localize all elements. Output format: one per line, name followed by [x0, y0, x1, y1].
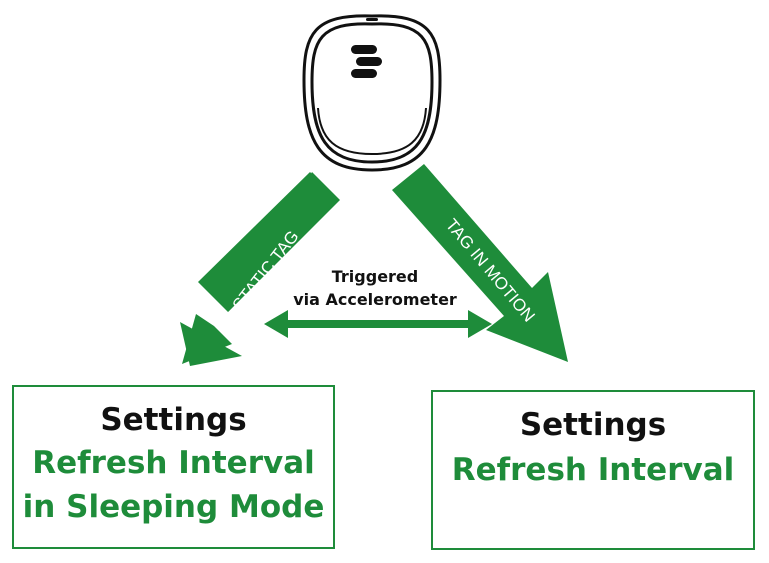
trigger-label-line1: Triggered: [331, 267, 419, 286]
motion-refresh-interval: Refresh Interval: [451, 452, 735, 488]
trigger-label-line2: via Accelerometer: [293, 290, 457, 309]
tag-device-icon: [302, 14, 442, 172]
static-settings-box: Settings Refresh Interval in Sleeping Mo…: [12, 385, 335, 549]
trigger-label: Triggered via Accelerometer: [270, 265, 480, 311]
static-refresh-interval: Refresh Interval: [32, 445, 315, 481]
static-tag-arrow: [180, 172, 340, 366]
bidirectional-arrow: [264, 310, 492, 338]
static-sleeping-mode: in Sleeping Mode: [22, 489, 325, 525]
motion-settings-box: Settings Refresh Interval: [431, 390, 755, 550]
static-settings-title: Settings: [100, 402, 247, 438]
tag-in-motion-arrow: [392, 164, 568, 362]
motion-settings-title: Settings: [519, 407, 667, 443]
